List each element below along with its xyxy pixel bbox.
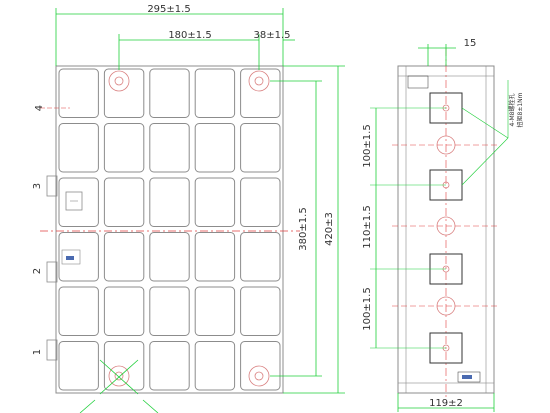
svg-text:180±1.5: 180±1.5 — [168, 30, 211, 41]
cell-2-0 — [58, 177, 99, 227]
svg-text:1: 1 — [32, 349, 43, 355]
dim-spacing-lower: 100±1.5 — [362, 269, 446, 349]
svg-text:3: 3 — [32, 183, 43, 189]
svg-text:110±1.5: 110±1.5 — [362, 205, 373, 248]
cell-3-2 — [149, 232, 190, 282]
cell-0-4 — [240, 68, 281, 118]
svg-text:4-M8螺栓孔: 4-M8螺栓孔 — [508, 94, 516, 127]
cell-3-1 — [103, 232, 145, 282]
cell-4-4 — [240, 286, 281, 336]
dim-overall-width: 295±1.5 — [55, 4, 284, 66]
svg-text:扭矩8±1Nm: 扭矩8±1Nm — [516, 92, 524, 127]
cell-5-2 — [149, 341, 190, 391]
svg-text:4: 4 — [34, 105, 45, 111]
cell-3-3 — [194, 232, 236, 282]
cell-0-3 — [194, 68, 236, 118]
svg-text:420±3: 420±3 — [324, 212, 335, 246]
row-label-2: 2 — [32, 249, 81, 283]
side-view: 15 100±1.5 110±1.5 100±1.5 4-M8螺栓孔 扭矩8±1… — [362, 38, 524, 412]
row-label-4: 4 — [34, 105, 70, 111]
svg-text:100±1.5: 100±1.5 — [362, 124, 373, 167]
cell-4-3 — [194, 286, 236, 336]
dim-spacing-middle: 110±1.5 — [362, 185, 446, 270]
svg-text:119±2: 119±2 — [429, 398, 463, 409]
cell-2-4 — [240, 177, 281, 227]
cell-1-1 — [103, 123, 145, 173]
terminal-top-right — [248, 70, 270, 92]
cell-4-2 — [149, 286, 190, 336]
dim-side-width: 119±2 — [397, 393, 495, 412]
cell-grid — [58, 68, 281, 391]
dim-spacing-upper: 100±1.5 — [362, 107, 446, 186]
cell-0-0 — [58, 68, 99, 118]
cell-5-3 — [194, 341, 236, 391]
cell-5-1 — [103, 341, 145, 391]
cell-2-2 — [149, 177, 190, 227]
row-label-3: 3 — [32, 175, 83, 211]
cell-4-0 — [58, 286, 99, 336]
row-label-1: 1 — [32, 339, 58, 361]
dim-overall-height: 420±3 — [283, 65, 345, 394]
cell-2-1 — [103, 177, 145, 227]
cell-0-1 — [103, 68, 145, 118]
terminal-top-left — [108, 70, 130, 92]
bolt-callout: 4-M8螺栓孔 扭矩8±1Nm — [461, 80, 524, 186]
svg-text:2: 2 — [32, 268, 43, 274]
svg-text:295±1.5: 295±1.5 — [147, 4, 190, 15]
dim-edge-offset: 38±1.5 — [253, 30, 295, 41]
front-view-outline — [55, 65, 284, 394]
terminal-bottom-right — [248, 365, 270, 387]
front-view: 4 3 2 1 295±1.5 18 — [32, 4, 345, 413]
cell-5-0 — [58, 341, 99, 391]
cell-5-4 — [240, 341, 281, 391]
cell-4-1 — [103, 286, 145, 336]
cell-3-0 — [58, 232, 99, 282]
svg-text:100±1.5: 100±1.5 — [362, 287, 373, 330]
dim-hole-spacing: 180±1.5 — [118, 30, 260, 70]
dim-top-offset: 15 — [418, 38, 476, 66]
cell-3-4 — [240, 232, 281, 282]
cell-1-3 — [194, 123, 236, 173]
svg-text:380±1.5: 380±1.5 — [298, 207, 309, 250]
cell-1-2 — [149, 123, 190, 173]
svg-text:38±1.5: 38±1.5 — [253, 30, 290, 41]
cell-1-4 — [240, 123, 281, 173]
cell-2-3 — [194, 177, 236, 227]
svg-text:15: 15 — [464, 38, 477, 49]
cell-1-0 — [58, 123, 99, 173]
cell-0-2 — [149, 68, 190, 118]
dim-hole-vertical: 380±1.5 — [270, 80, 322, 377]
terminal-bottom-left — [79, 359, 159, 413]
